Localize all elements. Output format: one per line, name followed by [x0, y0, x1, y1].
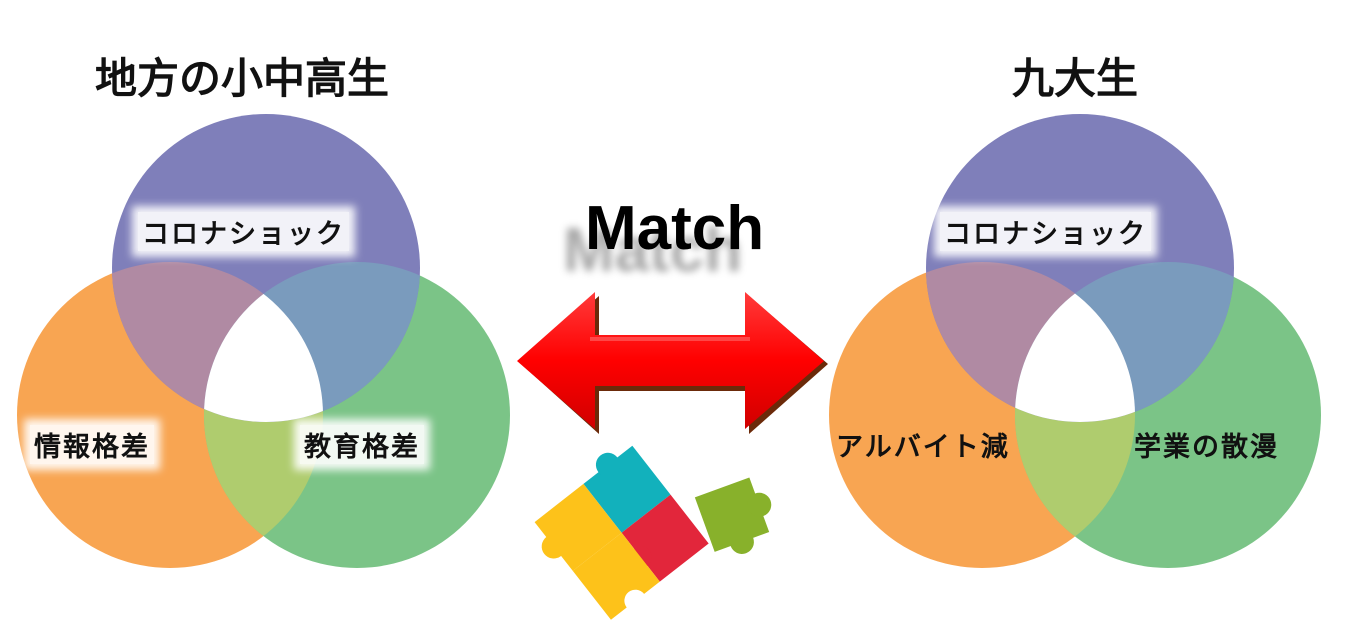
right-label-study-distraction: 学業の散漫 — [1134, 432, 1279, 463]
match-label: Match — [585, 194, 765, 263]
overlap-center — [1015, 262, 1135, 422]
right-label-parttime-decrease: アルバイト減 — [836, 432, 1010, 463]
left-label-corona-shock: コロナショック — [138, 212, 349, 251]
left-label-information-gap: 情報格差 — [30, 425, 154, 464]
right-group-title: 九大生 — [1012, 54, 1139, 103]
left-group-title: 地方の小中高生 — [95, 54, 390, 103]
double-arrow-icon — [517, 292, 828, 434]
left-venn — [17, 114, 510, 568]
puzzle-pieces-icon — [534, 445, 772, 620]
right-label-corona-shock: コロナショック — [940, 212, 1151, 251]
right-venn — [829, 114, 1321, 568]
overlap-center — [204, 262, 323, 422]
left-label-education-gap: 教育格差 — [300, 425, 424, 464]
